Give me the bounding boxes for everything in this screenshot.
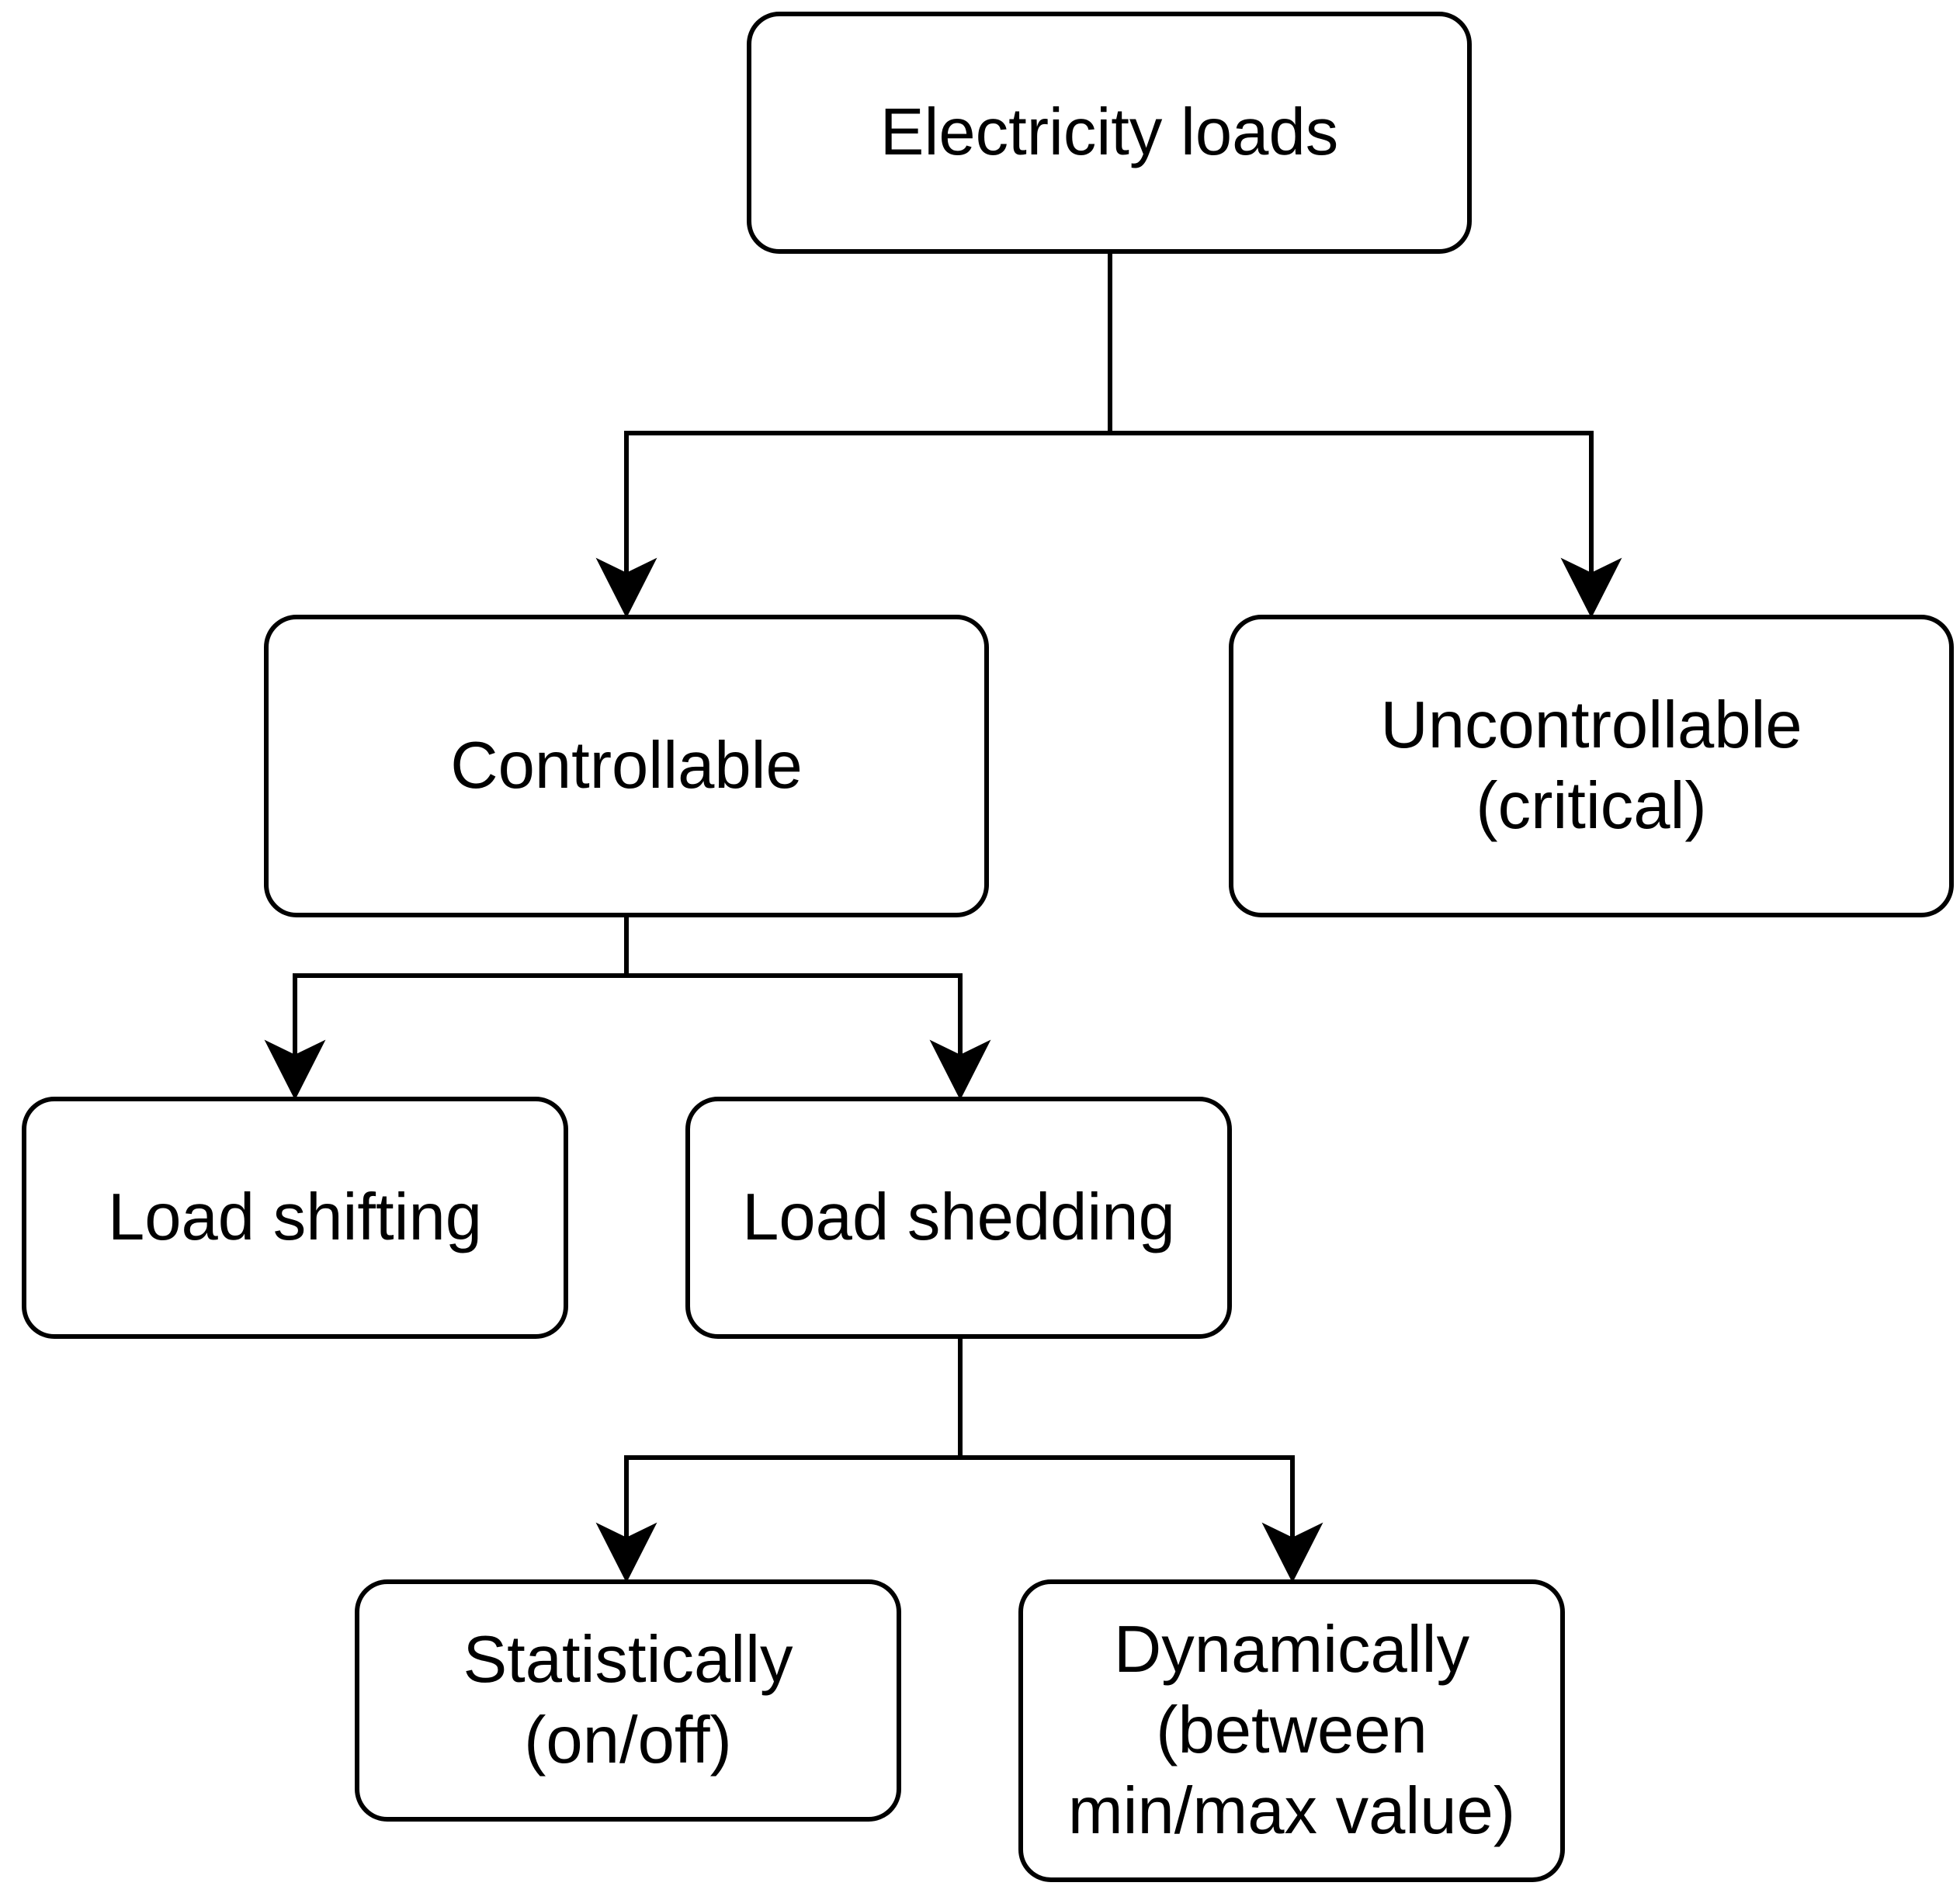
node-label: Load shifting	[107, 1180, 483, 1255]
connector-controllable-to-shifting	[293, 973, 626, 1065]
node-label: Load shedding	[742, 1180, 1175, 1255]
node-load-shifting: Load shifting	[22, 1097, 568, 1339]
node-sublabel: (on/off)	[524, 1704, 732, 1777]
node-electricity-loads: Electricity loads	[747, 12, 1472, 254]
arrowhead-load-shifting	[264, 1039, 326, 1101]
node-label: Statistically	[463, 1623, 793, 1697]
node-uncontrollable: Uncontrollable (critical)	[1229, 615, 1954, 917]
node-sublabel: min/max value)	[1067, 1773, 1516, 1848]
arrowhead-dynamically	[1261, 1522, 1323, 1583]
node-sublabel: (between	[1156, 1694, 1428, 1768]
node-label: Uncontrollable	[1380, 688, 1802, 763]
connector-shedding-to-dynamically	[960, 1455, 1295, 1548]
node-dynamically: Dynamically (between min/max value)	[1018, 1579, 1565, 1882]
node-label: Controllable	[450, 729, 803, 803]
node-controllable: Controllable	[264, 615, 989, 917]
connector-root-to-uncontrollable	[1110, 431, 1594, 582]
node-sublabel: (critical)	[1476, 769, 1707, 843]
connector-controllable-to-shedding	[626, 973, 963, 1065]
arrowhead-uncontrollable	[1560, 557, 1622, 619]
node-statistically: Statistically (on/off)	[355, 1579, 901, 1822]
node-label: Dynamically	[1113, 1613, 1470, 1687]
connector-shedding-to-statistically	[624, 1455, 960, 1548]
node-label: Electricity loads	[879, 95, 1339, 170]
node-load-shedding: Load shedding	[685, 1097, 1232, 1339]
connector-root-to-controllable	[624, 431, 1110, 582]
arrowhead-load-shedding	[929, 1039, 991, 1101]
arrowhead-statistically	[595, 1522, 657, 1583]
arrowhead-controllable	[595, 557, 657, 619]
